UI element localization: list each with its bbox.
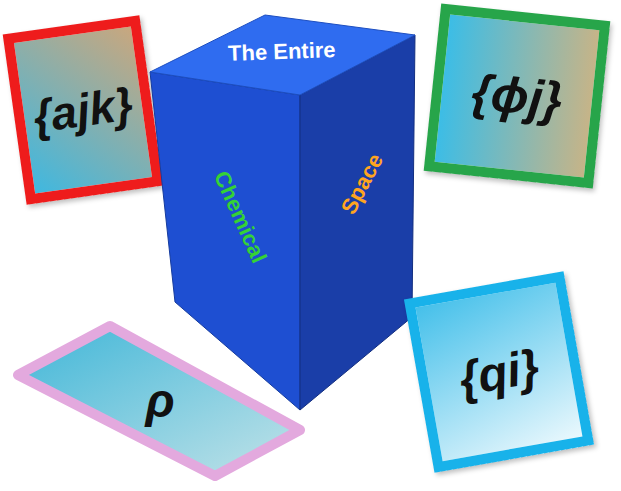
symbol-label: ρ [145, 373, 174, 428]
green-panel: {ϕj} [424, 4, 611, 189]
cube-top-face [150, 15, 415, 95]
symbol-label: {qi} [455, 338, 543, 406]
red-panel: {ajk} [3, 15, 164, 205]
pink-panel: ρ [10, 318, 310, 483]
cyan-panel: {qi} [404, 271, 594, 472]
cube-top-text: The Entire [228, 37, 336, 67]
cube-right-face [300, 35, 415, 410]
pink-parallelogram [18, 326, 300, 476]
symbol-label: {ϕj} [469, 62, 565, 129]
symbol-label: {ajk} [30, 76, 136, 143]
